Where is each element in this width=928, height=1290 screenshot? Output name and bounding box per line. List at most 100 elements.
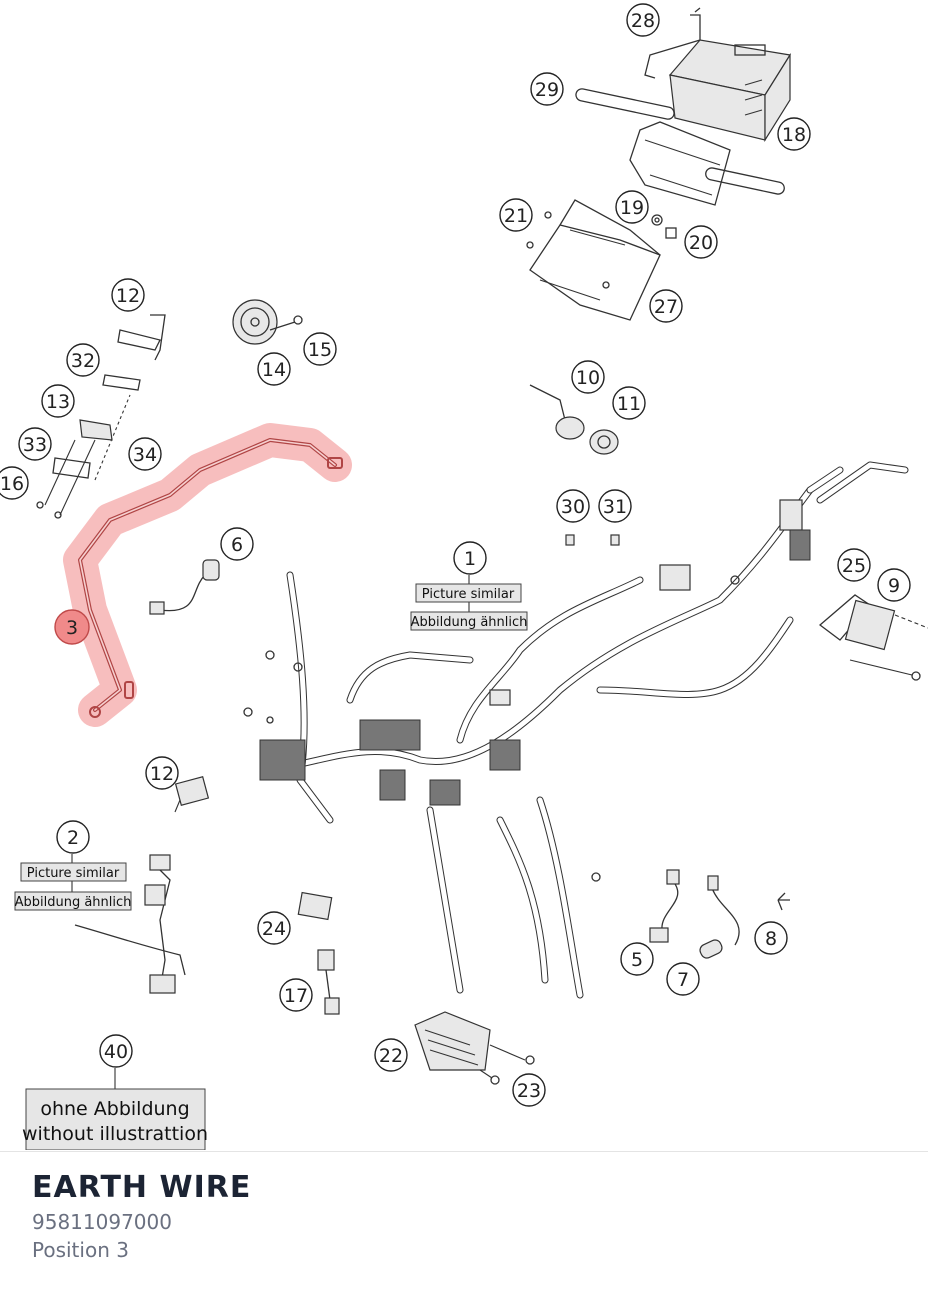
svg-text:18: 18 — [782, 124, 806, 146]
callout-9[interactable]: 9 — [877, 568, 911, 602]
callout-1[interactable]: 1 — [453, 541, 487, 575]
battery-holder-bar — [575, 88, 785, 206]
part-number: 95811097000 — [32, 1210, 172, 1234]
horn — [232, 299, 303, 345]
callout-19[interactable]: 19 — [615, 190, 649, 224]
sensor-6 — [149, 559, 220, 615]
battery-assembly — [644, 7, 791, 143]
earth-wire-highlight[interactable] — [63, 423, 352, 727]
svg-text:30: 30 — [561, 496, 585, 518]
note-ohne-abbildung: ohne Abbildung — [40, 1098, 189, 1120]
note-abbildung-aehnlich-2: Abbildung ähnlich — [15, 895, 132, 910]
svg-text:24: 24 — [262, 918, 286, 940]
svg-text:2: 2 — [67, 827, 79, 849]
svg-text:20: 20 — [689, 232, 713, 254]
callout-15[interactable]: 15 — [303, 332, 337, 366]
note-box-40: ohne Abbildung without illustrattion — [22, 1068, 208, 1150]
callout-20[interactable]: 20 — [684, 225, 718, 259]
svg-text:29: 29 — [535, 79, 559, 101]
svg-text:16: 16 — [0, 473, 24, 495]
svg-text:6: 6 — [231, 534, 243, 556]
battery-tray — [526, 199, 677, 321]
callout-14[interactable]: 14 — [257, 352, 291, 386]
callout-6[interactable]: 6 — [220, 527, 254, 561]
svg-text:10: 10 — [576, 367, 600, 389]
callout-33[interactable]: 33 — [18, 427, 52, 461]
svg-text:14: 14 — [262, 359, 286, 381]
svg-text:8: 8 — [765, 928, 777, 950]
callout-12-lower[interactable]: 12 — [145, 756, 179, 790]
callout-32[interactable]: 32 — [66, 343, 100, 377]
svg-text:27: 27 — [654, 296, 678, 318]
svg-text:15: 15 — [308, 339, 332, 361]
main-wiring-harness — [243, 461, 909, 999]
svg-text:1: 1 — [464, 548, 476, 570]
callout-10[interactable]: 10 — [571, 360, 605, 394]
callout-7[interactable]: 7 — [666, 962, 700, 996]
callout-23[interactable]: 23 — [512, 1073, 546, 1107]
svg-text:17: 17 — [284, 985, 308, 1007]
svg-text:5: 5 — [631, 949, 643, 971]
callout-34[interactable]: 34 — [128, 437, 162, 471]
note-picture-similar-1: Picture similar — [422, 587, 515, 602]
callout-22[interactable]: 22 — [374, 1038, 408, 1072]
note-abbildung-aehnlich-1: Abbildung ähnlich — [411, 615, 528, 630]
clip-8 — [777, 892, 790, 911]
callout-29[interactable]: 29 — [530, 72, 564, 106]
callout-5[interactable]: 5 — [620, 942, 654, 976]
svg-text:9: 9 — [888, 575, 900, 597]
socket-10-11 — [529, 384, 619, 455]
callout-13[interactable]: 13 — [41, 384, 75, 418]
callout-2[interactable]: 2 — [56, 820, 90, 854]
note-box-2: Picture similar Abbildung ähnlich — [14, 854, 132, 911]
callout-18[interactable]: 18 — [777, 117, 811, 151]
svg-text:12: 12 — [150, 763, 174, 785]
callout-25[interactable]: 25 — [837, 548, 871, 582]
connector-24 — [297, 891, 333, 921]
callout-24[interactable]: 24 — [257, 911, 291, 945]
callout-27[interactable]: 27 — [649, 289, 683, 323]
callout-17[interactable]: 17 — [279, 978, 313, 1012]
callout-16[interactable]: 16 — [0, 466, 29, 500]
svg-text:13: 13 — [46, 391, 70, 413]
svg-text:11: 11 — [617, 393, 641, 415]
exploded-parts-diagram: Picture similar Abbildung ähnlich Pictur… — [0, 3, 928, 1150]
sensor-5 — [649, 869, 680, 943]
callout-31[interactable]: 31 — [598, 489, 632, 523]
callouts: 28 29 18 19 21 20 27 12 15 32 14 10 13 1… — [0, 3, 911, 1107]
part-title: EARTH WIRE — [32, 1170, 252, 1205]
callout-21[interactable]: 21 — [499, 198, 533, 232]
callout-11[interactable]: 11 — [612, 386, 646, 420]
sub-harness-2 — [74, 854, 186, 994]
svg-text:7: 7 — [677, 969, 689, 991]
svg-text:12: 12 — [116, 285, 140, 307]
svg-text:34: 34 — [133, 444, 157, 466]
relay-holder-25-9 — [818, 594, 928, 681]
fuses-30-31 — [565, 534, 620, 546]
callout-8[interactable]: 8 — [754, 921, 788, 955]
callout-12-upper[interactable]: 12 — [111, 278, 145, 312]
svg-text:28: 28 — [631, 10, 655, 32]
svg-text:19: 19 — [620, 197, 644, 219]
callout-28[interactable]: 28 — [626, 3, 660, 37]
sensor-7 — [699, 875, 740, 959]
part-info: EARTH WIRE 95811097000 Position 3 — [32, 1168, 251, 1264]
relay-bracket-group — [36, 314, 166, 519]
regulator-22 — [414, 1011, 535, 1085]
svg-text:31: 31 — [603, 496, 627, 518]
callout-30[interactable]: 30 — [556, 489, 590, 523]
connector-17 — [317, 949, 340, 1015]
part-position: Position 3 — [32, 1238, 129, 1262]
svg-text:32: 32 — [71, 350, 95, 372]
note-box-1: Picture similar Abbildung ähnlich — [410, 575, 528, 631]
callout-3[interactable]: 3 — [54, 609, 90, 645]
svg-text:22: 22 — [379, 1045, 403, 1067]
section-divider — [0, 1151, 928, 1152]
callout-40[interactable]: 40 — [99, 1034, 133, 1068]
svg-text:33: 33 — [23, 434, 47, 456]
svg-text:40: 40 — [104, 1041, 128, 1063]
svg-text:21: 21 — [504, 205, 528, 227]
connector-12-lower — [174, 776, 210, 813]
svg-text:23: 23 — [517, 1080, 541, 1102]
note-picture-similar-2: Picture similar — [27, 866, 120, 881]
